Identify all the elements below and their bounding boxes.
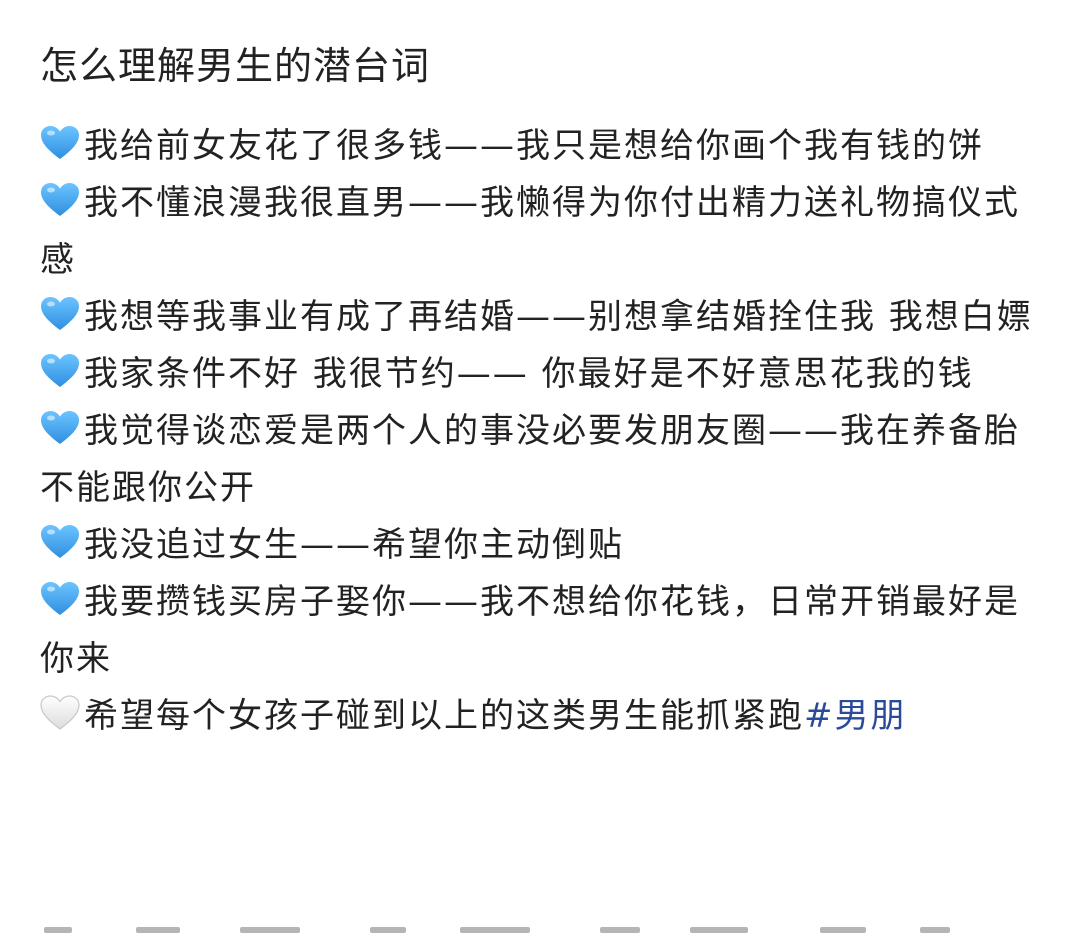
list-item: 我要攒钱买房子娶你——我不想给你花钱，日常开销最好是你来 (40, 574, 1040, 688)
list-item: 我觉得谈恋爱是两个人的事没必要发朋友圈——我在养备胎不能跟你公开 (40, 403, 1040, 517)
post-title: 怎么理解男生的潜台词 (40, 44, 431, 88)
item-text: 我觉得谈恋爱是两个人的事没必要发朋友圈——我在养备胎不能跟你公开 (40, 411, 1020, 508)
list-item: 我想等我事业有成了再结婚——别想拿结婚拴住我 我想白嫖 (40, 289, 1040, 346)
list-item: 我家条件不好 我很节约—— 你最好是不好意思花我的钱 (40, 346, 1040, 403)
closing-line: 希望每个女孩子碰到以上的这类男生能抓紧跑#男朋 (40, 688, 1040, 745)
blue-heart-icon (40, 410, 80, 446)
blue-heart-icon (40, 353, 80, 389)
hashtag-link[interactable]: #男朋 (804, 696, 907, 736)
list-item: 我不懂浪漫我很直男——我懒得为你付出精力送礼物搞仪式感 (40, 175, 1040, 289)
subtext-list: 我给前女友花了很多钱——我只是想给你画个我有钱的饼 我不懂浪漫我很直男——我懒得… (40, 118, 1040, 745)
white-heart-icon (40, 695, 80, 731)
blue-heart-icon (40, 524, 80, 560)
blue-heart-icon (40, 296, 80, 332)
post-card: 怎么理解男生的潜台词 我给前女友花了很多钱——我只是想给你画个我有钱的饼 我不懂… (40, 38, 1040, 745)
item-text: 我想等我事业有成了再结婚——别想拿结婚拴住我 我想白嫖 (84, 297, 1033, 337)
item-text: 我家条件不好 我很节约—— 你最好是不好意思花我的钱 (84, 354, 974, 394)
list-item: 我没追过女生——希望你主动倒贴 (40, 517, 1040, 574)
blue-heart-icon (40, 125, 80, 161)
item-text: 我不懂浪漫我很直男——我懒得为你付出精力送礼物搞仪式感 (40, 183, 1020, 280)
item-text: 我没追过女生——希望你主动倒贴 (84, 525, 624, 565)
item-text: 我给前女友花了很多钱——我只是想给你画个我有钱的饼 (84, 126, 984, 166)
list-item: 我给前女友花了很多钱——我只是想给你画个我有钱的饼 (40, 118, 1040, 175)
blue-heart-icon (40, 182, 80, 218)
closing-text: 希望每个女孩子碰到以上的这类男生能抓紧跑 (84, 696, 804, 736)
item-text: 我要攒钱买房子娶你——我不想给你花钱，日常开销最好是你来 (40, 582, 1020, 679)
blue-heart-icon (40, 581, 80, 617)
clipped-next-line (40, 925, 1040, 937)
